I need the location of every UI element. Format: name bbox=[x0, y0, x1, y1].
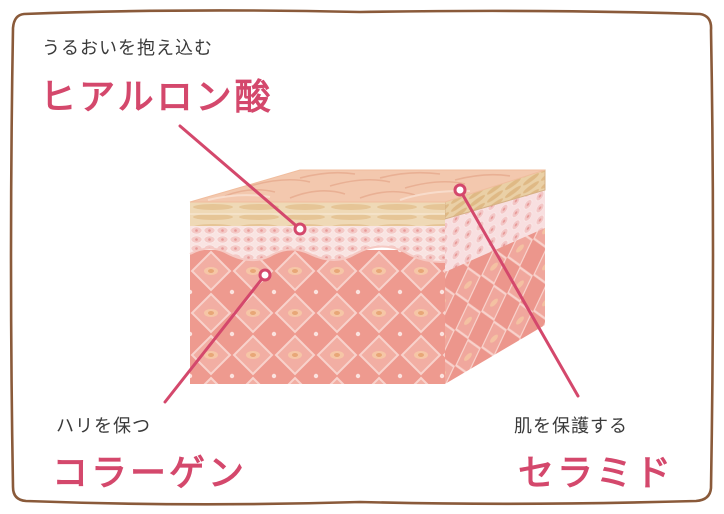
pointer-line-ceramide bbox=[458, 188, 580, 398]
pointer-line-hyaluronic bbox=[178, 124, 302, 231]
pointer-dot-collagen bbox=[258, 268, 272, 282]
pointer-dot-ceramide bbox=[453, 183, 467, 197]
ceramide-title: セラミド bbox=[518, 453, 675, 494]
pointer-lines bbox=[163, 124, 580, 404]
ceramide-subtitle: 肌を保護する bbox=[514, 416, 628, 437]
collagen-title: コラーゲン bbox=[52, 453, 248, 494]
pointer-line-collagen bbox=[163, 273, 267, 404]
pointer-dot-hyaluronic bbox=[293, 222, 307, 236]
hyaluronic-title: ヒアルロン酸 bbox=[40, 77, 274, 118]
pointer-dots bbox=[258, 183, 467, 282]
skin-block-front bbox=[189, 202, 446, 384]
hyaluronic-subtitle: うるおいを抱え込む bbox=[42, 38, 213, 59]
collagen-subtitle: ハリを保つ bbox=[56, 416, 151, 437]
